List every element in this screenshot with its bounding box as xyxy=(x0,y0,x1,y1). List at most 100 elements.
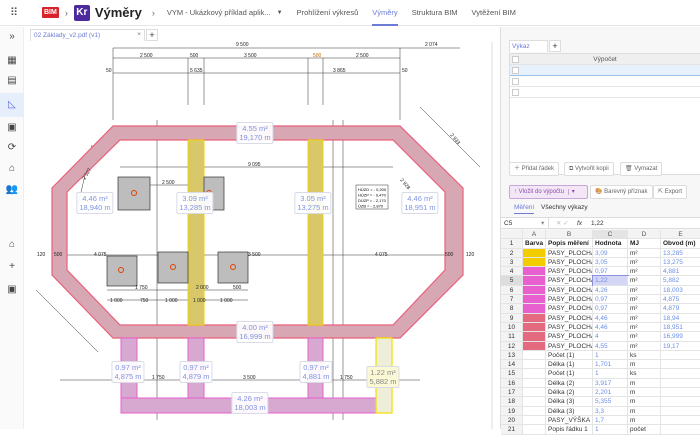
document-tab[interactable]: 02 Základy_v2.pdf (v1)× xyxy=(30,29,145,41)
table-row[interactable] xyxy=(510,76,700,87)
cell-description[interactable]: Délka (2) xyxy=(546,378,593,389)
cell-perimeter[interactable]: 19,17 xyxy=(661,341,700,351)
cell-description[interactable]: Popis měření xyxy=(546,239,593,249)
cell-unit[interactable]: ks xyxy=(628,350,661,361)
export-button[interactable]: ⇱ Export xyxy=(653,185,688,199)
dashboard-icon[interactable]: ▦ xyxy=(7,55,17,66)
cell-color[interactable] xyxy=(523,415,546,426)
cell-unit[interactable]: m² xyxy=(628,304,661,314)
cell-perimeter[interactable]: Obvod (m) xyxy=(661,239,700,249)
cell-perimeter[interactable]: 18,951 xyxy=(661,322,700,333)
cell-color[interactable] xyxy=(523,397,546,407)
cell-color[interactable] xyxy=(523,248,546,258)
measure-icon[interactable]: ◺ xyxy=(0,93,24,117)
cell-value[interactable]: 1,22 xyxy=(592,275,629,287)
add-icon[interactable]: + xyxy=(9,261,15,272)
cell-perimeter[interactable]: 4,879 xyxy=(661,304,700,314)
row-checkbox[interactable] xyxy=(512,78,519,85)
cell-unit[interactable]: m xyxy=(628,397,661,407)
cell-unit[interactable]: m xyxy=(628,378,661,389)
cell-perimeter[interactable]: 13,285 xyxy=(661,248,700,258)
cell-color[interactable] xyxy=(523,295,546,305)
row-number[interactable]: 10 xyxy=(501,322,523,333)
cell-value[interactable]: 3,05 xyxy=(593,257,628,268)
cell-description[interactable]: PASY_PLOCHA xyxy=(546,267,593,277)
cell-dropdown-icon[interactable]: ▾ xyxy=(541,218,550,229)
cell-unit[interactable]: MJ xyxy=(628,239,661,249)
cell-unit[interactable]: m² xyxy=(628,341,661,351)
tab-vykaz[interactable]: Výkaz xyxy=(509,40,548,52)
cell-color[interactable] xyxy=(523,378,546,389)
cell-value[interactable]: 4,26 xyxy=(593,285,628,296)
row-number[interactable]: 8 xyxy=(501,304,523,314)
column-header[interactable]: B xyxy=(546,230,593,240)
row-number[interactable]: 15 xyxy=(501,369,523,379)
cell-description[interactable]: Délka (1) xyxy=(546,360,593,370)
cell-unit[interactable]: m² xyxy=(628,322,661,333)
nav-prohlizeni[interactable]: Prohlížení výkresů xyxy=(296,7,359,17)
insert-to-calc-button[interactable]: ↑ Vložit do výpočtu ▾ xyxy=(509,185,588,199)
nav-struktura[interactable]: Struktura BIM xyxy=(411,7,458,17)
cell-color[interactable] xyxy=(523,425,546,435)
cell-description[interactable]: PASY_PLOCHA xyxy=(546,248,593,258)
cell-color[interactable] xyxy=(523,406,546,416)
cell-color[interactable] xyxy=(523,332,546,342)
cell-value[interactable]: 0,97 xyxy=(593,304,628,314)
drawing-canvas[interactable]: HÚZD = - 0,200 HÚZP = - 0,470 DÚZP = - 2… xyxy=(25,42,500,429)
cell-color[interactable] xyxy=(523,341,546,351)
sync-icon[interactable]: ⟳ xyxy=(7,142,17,153)
cell-value[interactable]: 1 xyxy=(593,350,628,361)
row-number[interactable]: 3 xyxy=(501,257,523,268)
cell-value[interactable]: 1,701 xyxy=(593,360,628,370)
cell-description[interactable]: Popis řádku 1 xyxy=(546,425,593,435)
cell-value[interactable]: 4,46 xyxy=(593,313,628,323)
cell-color[interactable] xyxy=(523,322,546,333)
apps-grid-icon[interactable]: ⠿ xyxy=(10,7,19,19)
cell-color[interactable] xyxy=(523,360,546,370)
cell-color[interactable] xyxy=(523,369,546,379)
chevron-down-icon[interactable]: ▼ xyxy=(276,9,283,16)
row-number[interactable]: 20 xyxy=(501,415,523,426)
cell-color[interactable] xyxy=(523,257,546,268)
cell-perimeter[interactable] xyxy=(661,388,700,398)
cell-unit[interactable]: m xyxy=(628,388,661,398)
row-number[interactable]: 19 xyxy=(501,406,523,416)
cell-perimeter[interactable] xyxy=(661,350,700,361)
cell-unit[interactable]: m xyxy=(628,360,661,370)
home-icon[interactable]: ⌂ xyxy=(8,239,16,250)
cell-unit[interactable]: m² xyxy=(628,267,661,277)
row-number[interactable]: 16 xyxy=(501,378,523,389)
chevron-down-icon[interactable]: ▾ xyxy=(567,189,575,195)
color-flag-button[interactable]: 🎨 Barevný příznak xyxy=(590,185,653,199)
cell-value[interactable]: 3,917 xyxy=(593,378,628,389)
delete-button[interactable]: 🗑 Vymazat xyxy=(620,162,663,176)
close-icon[interactable]: × xyxy=(137,31,141,38)
row-number[interactable]: 11 xyxy=(501,332,523,342)
cell-perimeter[interactable] xyxy=(661,369,700,379)
building-icon[interactable]: ⌂ xyxy=(8,163,16,174)
clipboard-icon[interactable]: ▣ xyxy=(7,122,17,133)
row-number[interactable]: 5 xyxy=(501,276,523,286)
cell-value[interactable]: 1,7 xyxy=(593,415,628,426)
cell-value[interactable]: 3,09 xyxy=(593,248,628,258)
cell-description[interactable]: PASY_PLOCHA xyxy=(546,313,593,323)
add-vykaz-button[interactable]: + xyxy=(549,40,561,52)
cell-color[interactable] xyxy=(523,267,546,277)
bim-logo[interactable]: BIM xyxy=(42,7,59,18)
row-number[interactable]: 4 xyxy=(501,267,523,277)
document-icon[interactable]: ▤ xyxy=(7,75,17,86)
cell-perimeter[interactable]: 16,999 xyxy=(661,332,700,342)
column-header[interactable]: A xyxy=(523,230,546,240)
